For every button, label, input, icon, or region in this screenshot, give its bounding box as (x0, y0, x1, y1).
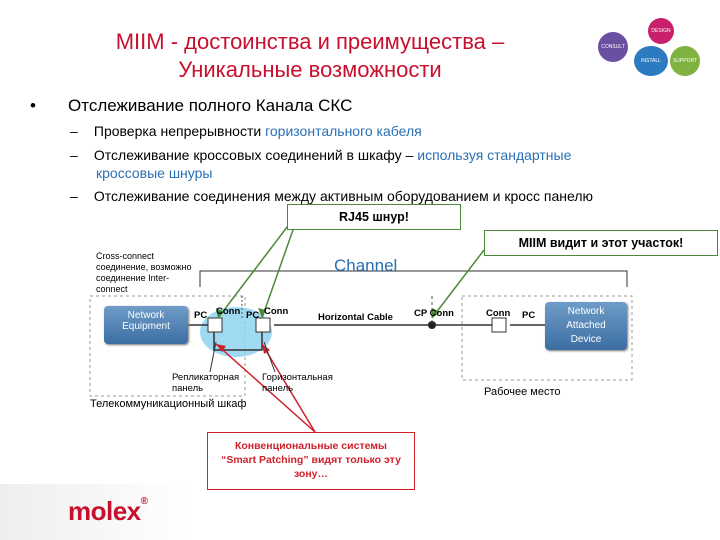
replicator-panel-label: Репликаторная панель (172, 372, 240, 394)
subitem-dash: – (70, 188, 78, 204)
workarea-outline (461, 295, 633, 381)
bullet-symbol: • (30, 96, 36, 115)
subitem-2-continuation: кроссовые шнуры (96, 165, 213, 181)
subitem-highlight: горизонтального кабеля (265, 123, 422, 139)
conn-label: Conn (216, 306, 241, 317)
pc-label: PC (522, 310, 536, 321)
circle-support-icon: SUPPORT (670, 46, 700, 76)
title-line-1: MIIM - достоинства и преимущества – (115, 29, 505, 54)
circle-design-icon: DESIGN (648, 18, 674, 44)
work-area-label: Рабочее место (484, 386, 561, 398)
horizontal-panel-label: Горизонтальная панель (262, 372, 333, 394)
channel-label: Channel (334, 256, 398, 275)
conn-label: Conn (264, 306, 289, 317)
network-equipment-box: Network Equipment (104, 306, 188, 344)
smart-patching-callout: Конвенциональные системы “Smart Patching… (207, 432, 415, 490)
subitem-highlight: используя стандартные (417, 147, 572, 163)
molex-logo: molex® (0, 484, 190, 540)
conn-label: Conn (486, 308, 511, 319)
pc-label: PC (246, 310, 260, 321)
subitem-text: Проверка непрерывности (93, 123, 266, 139)
circle-install-icon: INSTALL (634, 46, 668, 76)
rj45-callout: RJ45 шнур! (287, 204, 461, 230)
bullet-text: Отслеживание полного Канала СКС (68, 96, 353, 115)
crossconnect-note: Cross-connect соединение, возможно соеди… (96, 251, 192, 294)
channel-bracket (199, 270, 628, 287)
title-line-2: Уникальные возможности (178, 57, 442, 82)
subitem-text: Отслеживание соединения между активным о… (93, 188, 594, 204)
subitem-text: Отслеживание кроссовых соединений в шкаф… (93, 147, 418, 163)
telecom-closet-label: Телекоммуникационный шкаф (90, 398, 247, 410)
subitem-3: – Отслеживание соединения между активным… (70, 187, 700, 205)
subitem-2: – Отслеживание кроссовых соединений в шк… (70, 146, 670, 164)
pc-label: PC (194, 310, 208, 321)
cp-dot (428, 321, 436, 329)
subitem-dash: – (70, 147, 78, 163)
logo-text: molex® (68, 496, 148, 526)
subitem-1: – Проверка непрерывности горизонтального… (70, 122, 422, 140)
miim-callout: MIIM видит и этот участок! (484, 230, 718, 256)
horizontal-cable-label: Horizontal Cable (318, 312, 393, 323)
circle-consult-icon: CONSULT (598, 32, 628, 62)
cp-conn-label: CP Conn (414, 308, 454, 319)
slide-title: MIIM - достоинства и преимущества – Уник… (80, 28, 540, 84)
service-circles: CONSULT DESIGN SUPPORT INSTALL (598, 18, 708, 76)
network-attached-device-box: Network Attached Device (545, 302, 627, 350)
subitem-dash: – (70, 123, 78, 139)
